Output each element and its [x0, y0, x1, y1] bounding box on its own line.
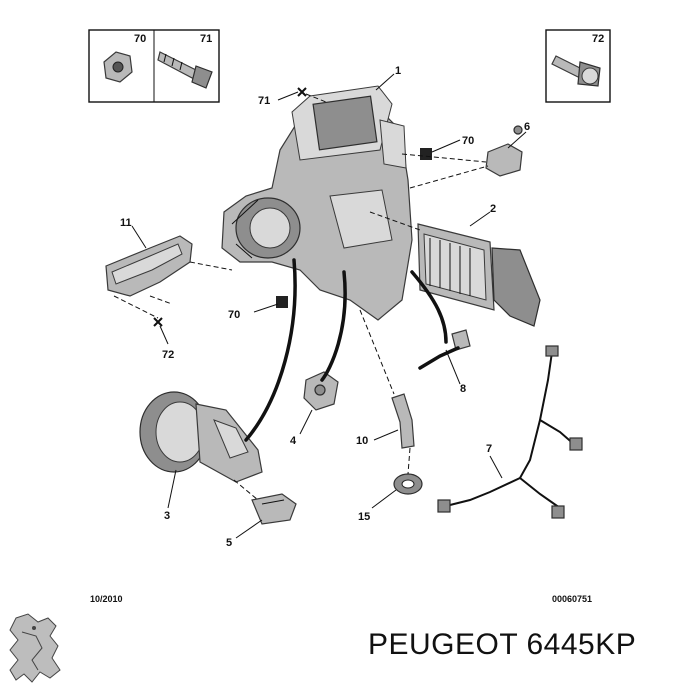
callout-7: 7 — [486, 443, 492, 455]
callout-box-71: 71 — [200, 33, 212, 45]
gasket-pad-upper — [420, 148, 432, 160]
heater-housing — [221, 85, 413, 321]
fastener-box-72: 72 — [545, 29, 611, 103]
callout-71: 71 — [258, 95, 270, 107]
callout-10: 10 — [356, 435, 368, 447]
peugeot-lion-icon — [9, 613, 61, 683]
flange-bolt-icon — [551, 55, 601, 87]
screw-icon — [157, 51, 213, 89]
callout-5: 5 — [226, 537, 232, 549]
wire-lead-a — [244, 258, 297, 442]
mounting-bracket — [105, 235, 193, 297]
wiring-harness — [437, 345, 583, 519]
drain-seal — [393, 473, 423, 495]
callout-8: 8 — [460, 383, 466, 395]
brand-part-number: PEUGEOT 6445KP — [368, 628, 637, 661]
callout-3: 3 — [164, 510, 170, 522]
drain-pipe — [391, 393, 415, 449]
callout-4: 4 — [290, 435, 297, 447]
wire-lead-c — [410, 270, 448, 344]
callout-15: 15 — [358, 511, 370, 523]
wire-lead-b — [320, 270, 347, 382]
screw-marker-71 — [297, 87, 307, 97]
callout-70-upper: 70 — [462, 135, 474, 147]
callout-box-72: 72 — [592, 33, 604, 45]
heater-core — [417, 223, 541, 327]
temperature-actuator — [485, 125, 523, 177]
screw-marker-72 — [153, 317, 163, 327]
diagram-date: 10/2010 — [90, 594, 123, 604]
evaporator-sensor — [418, 329, 471, 370]
callout-72: 72 — [162, 349, 174, 361]
callout-6: 6 — [524, 121, 530, 133]
callout-2: 2 — [490, 203, 496, 215]
air-flap-actuator — [303, 371, 339, 411]
diagram-reference: 00060751 — [552, 594, 592, 604]
callout-1: 1 — [395, 65, 401, 77]
gasket-pad-lower — [276, 296, 288, 308]
blower-resistor — [251, 493, 297, 525]
assembly-lines — [113, 93, 489, 501]
fastener-box-70-71: 70 71 — [88, 29, 220, 103]
leader-lines — [131, 73, 527, 539]
callout-70-lower: 70 — [228, 309, 240, 321]
callout-box-70: 70 — [134, 33, 146, 45]
nut-icon — [103, 51, 133, 83]
blower-motor — [139, 391, 263, 483]
callout-11: 11 — [120, 217, 132, 229]
